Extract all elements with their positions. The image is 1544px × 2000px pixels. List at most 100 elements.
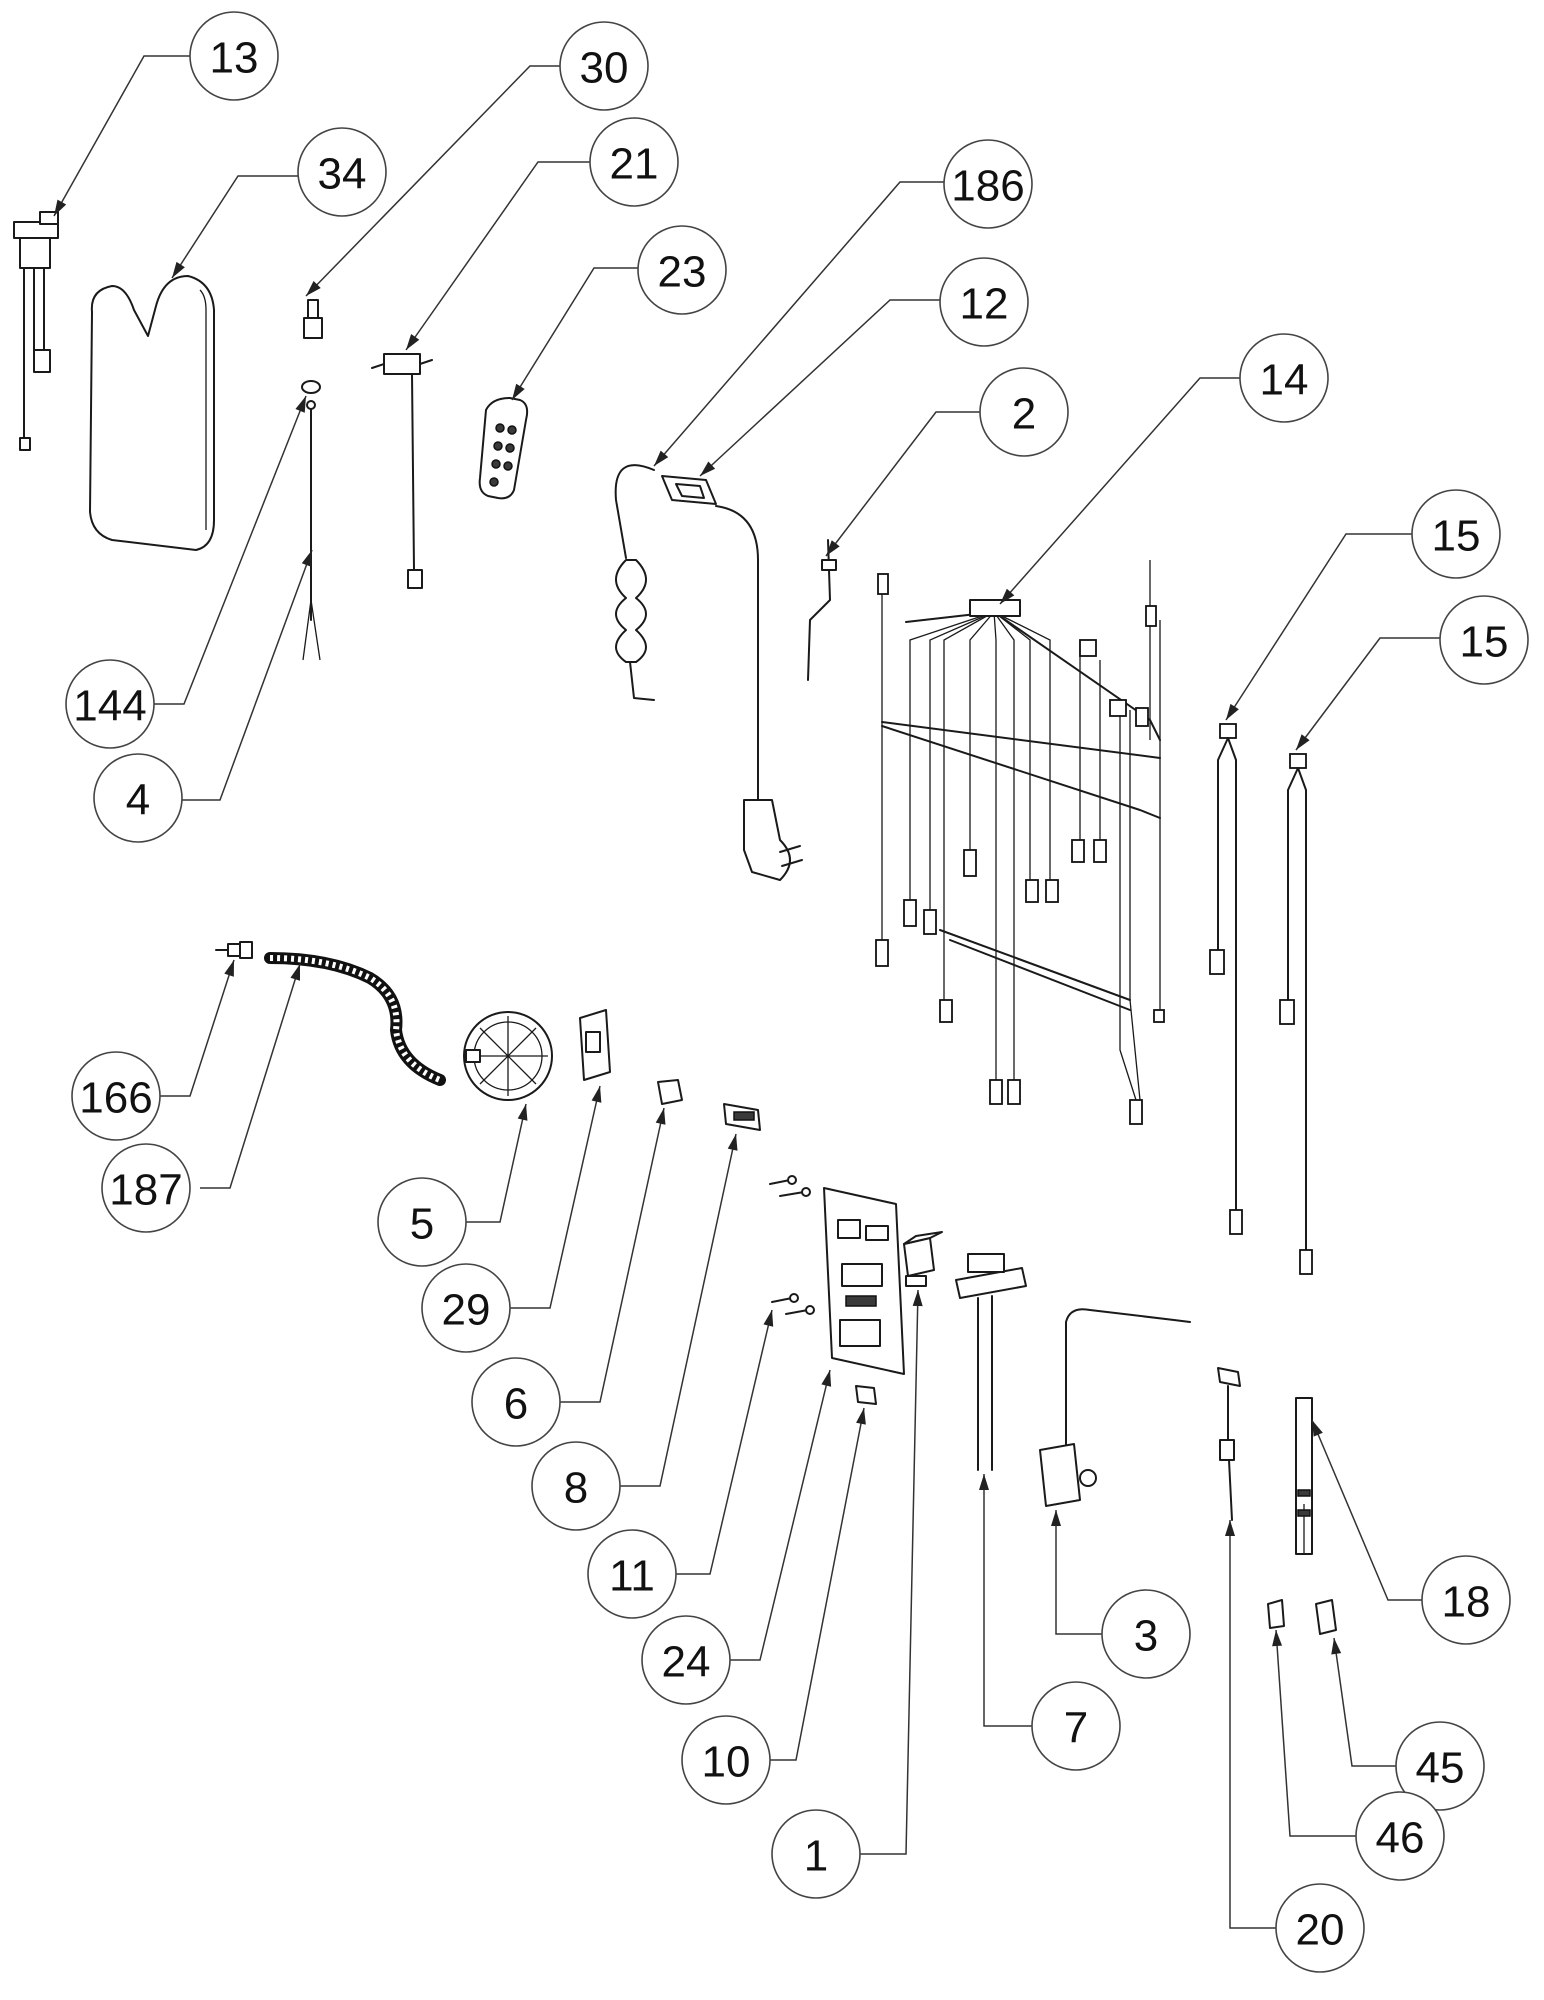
callout-20-label: 20 [1296,1906,1345,1955]
leader-1 [860,1289,919,1855]
leader-12 [699,299,940,477]
leader-15a [1225,533,1412,721]
callout-8: 8 [531,1441,621,1531]
leader-15b-arrowhead [1296,734,1310,750]
leader-30 [305,65,560,297]
callout-186: 186 [943,139,1033,229]
leader-186 [653,181,944,467]
callout-15a-label: 15 [1432,512,1481,561]
callout-21-label: 21 [610,140,659,189]
leader-14 [999,377,1240,605]
part-15-wire-lead-b [1279,753,1313,1275]
leader-186-arrowhead [654,450,669,466]
callout-45: 45 [1395,1721,1485,1811]
part-34-insulation-panel [89,275,215,551]
part-187-flex-hose [264,952,446,1086]
callout-23-label: 23 [658,248,707,297]
leader-4-arrowhead [301,550,312,567]
part-5-pressure-switch [463,1011,553,1101]
part-2-sensor-rod [807,539,837,681]
part-13-connector-bracket [13,211,59,451]
leader-23 [511,267,638,401]
callout-15a: 15 [1411,489,1501,579]
leader-46-arrowhead [1272,1630,1283,1647]
callout-30: 30 [559,21,649,111]
callout-34: 34 [297,127,387,217]
callout-24-label: 24 [662,1638,711,1687]
leader-21 [405,161,594,351]
part-8-terminal-block [723,1103,761,1131]
callout-1: 1 [771,1809,861,1899]
callout-187-label: 187 [109,1166,182,1215]
leader-23-arrowhead [512,383,525,400]
callout-15b: 15 [1439,595,1529,685]
leader-24-arrowhead [821,1370,832,1387]
part-30-screw [303,299,323,339]
callout-13-label: 13 [210,34,259,83]
callout-20: 20 [1275,1883,1365,1973]
callout-10-label: 10 [702,1738,751,1787]
callout-7: 7 [1031,1681,1121,1771]
callout-5-label: 5 [410,1200,434,1249]
leader-10 [770,1407,865,1761]
part-11-standoffs [769,1175,815,1315]
callout-6-label: 6 [504,1380,528,1429]
callout-13: 13 [189,11,279,101]
part-12-cord-connector [661,475,717,505]
callout-24: 24 [641,1615,731,1705]
part-29-bracket [579,1009,611,1081]
callout-14-label: 14 [1260,356,1309,405]
leader-5-arrowhead [517,1104,528,1121]
leader-lines [53,55,1440,1929]
part-21-electrode [371,353,433,589]
part-14-wiring-harness [875,560,1165,1125]
part-4-thermocouple [302,400,321,661]
leader-30-arrowhead [306,281,321,296]
leader-3-arrowhead [1051,1510,1061,1526]
callout-166-label: 166 [79,1074,152,1123]
part-1-relay [903,1231,943,1287]
leader-7-arrowhead [979,1474,989,1490]
part-144-washer [301,380,321,394]
callout-3-label: 3 [1134,1612,1158,1661]
callout-18-label: 18 [1442,1578,1491,1627]
callout-166: 166 [71,1051,161,1141]
callout-46: 46 [1355,1791,1445,1881]
leader-12-arrowhead [700,461,716,476]
callout-15b-label: 15 [1460,618,1509,667]
leader-13 [53,55,190,217]
callout-7-label: 7 [1064,1704,1088,1753]
leader-21-arrowhead [406,334,420,350]
part-24-control-board [823,1187,905,1375]
part-15-wire-lead-a [1209,723,1243,1235]
callout-187: 187 [101,1143,191,1233]
part-166-fitting [215,941,253,959]
callout-12-label: 12 [960,280,1009,329]
leader-187-arrowhead [290,964,300,981]
part-18-tube [1295,1397,1313,1555]
part-20-igniter [1217,1367,1241,1521]
leader-45-arrowhead [1331,1638,1342,1655]
leader-29 [508,1085,601,1309]
leader-45 [1333,1637,1396,1767]
callout-144: 144 [65,659,155,749]
leader-3 [1055,1510,1102,1635]
callout-5: 5 [377,1177,467,1267]
leader-15a-arrowhead [1226,703,1239,720]
callout-45-label: 45 [1416,1744,1465,1793]
callout-18: 18 [1421,1555,1511,1645]
callout-4-label: 4 [126,776,150,825]
leader-29-arrowhead [591,1086,602,1103]
leader-8 [618,1133,737,1487]
callout-29-label: 29 [442,1286,491,1335]
leader-34-arrowhead [172,261,185,278]
leader-144 [154,395,307,705]
callout-186-label: 186 [951,162,1024,211]
part-10-connector [855,1385,877,1405]
callout-144-label: 144 [73,682,146,731]
leader-6 [560,1107,665,1403]
leader-34 [171,175,300,279]
leader-144-arrowhead [295,396,306,413]
